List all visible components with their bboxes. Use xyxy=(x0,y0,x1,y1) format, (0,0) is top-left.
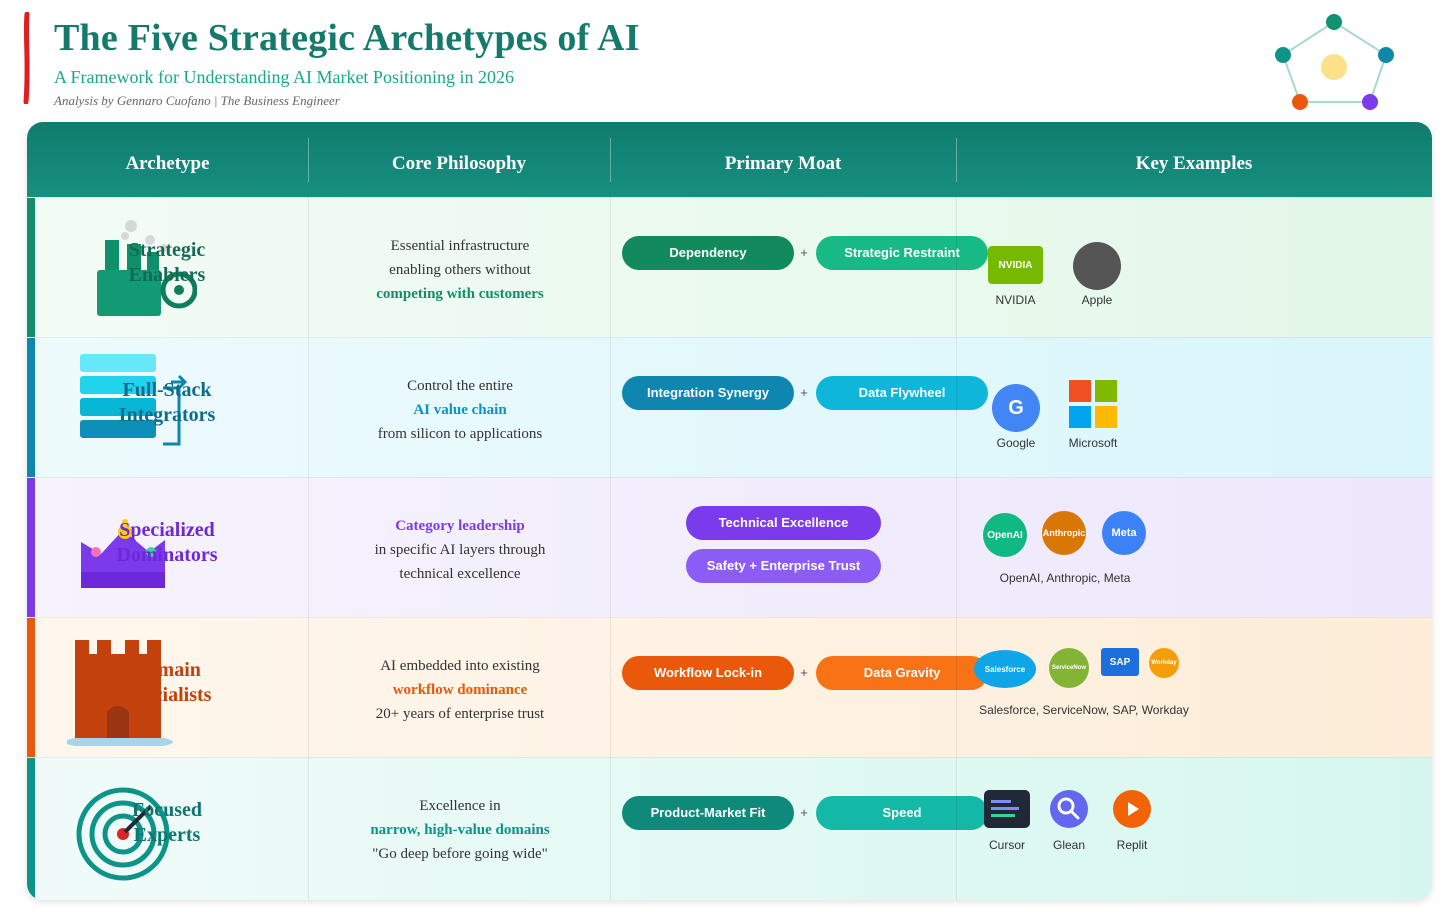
red-accent-mark xyxy=(23,12,30,104)
plus-sign: + xyxy=(800,665,808,680)
page-title: The Five Strategic Archetypes of AI xyxy=(54,17,640,59)
moat-badge: Data Flywheel xyxy=(816,376,988,410)
moat-badge: Technical Excellence xyxy=(686,506,881,540)
microsoft-logo-icon xyxy=(1069,380,1117,428)
stack-layers-icon xyxy=(80,354,188,446)
example-caption: Apple xyxy=(1081,293,1113,307)
moat-badge: Workflow Lock-in xyxy=(622,656,794,690)
replit-logo-icon xyxy=(1113,790,1151,828)
meta-logo-icon: Meta xyxy=(1102,511,1146,555)
header-primary-moat: Primary Moat xyxy=(724,153,842,174)
page-subtitle: A Framework for Understanding AI Market … xyxy=(54,67,514,87)
core-philosophy: Control the entire AI value chain from s… xyxy=(377,378,543,442)
target-icon xyxy=(76,787,170,881)
cursor-logo-icon xyxy=(984,790,1030,828)
example-caption: NVIDIA xyxy=(995,293,1036,307)
core-philosophy: Category leadership in specific AI layer… xyxy=(374,518,546,582)
plus-sign: + xyxy=(800,245,808,260)
header-archetype: Archetype xyxy=(125,153,210,174)
moat-badge: Strategic Restraint xyxy=(816,236,988,270)
pentagon-logo-icon xyxy=(1275,14,1394,110)
moat-badge: Product-Market Fit xyxy=(622,796,794,830)
table-header: Archetype Core Philosophy Primary Moat K… xyxy=(27,122,1432,197)
factory-icon xyxy=(97,220,197,316)
crown-icon xyxy=(81,519,165,588)
workday-logo-icon: Workday xyxy=(1149,648,1179,678)
moat-badge: Dependency xyxy=(622,236,794,270)
example-caption: Microsoft xyxy=(1068,436,1118,450)
core-philosophy: AI embedded into existing workflow domin… xyxy=(375,658,545,722)
example-caption: Cursor xyxy=(988,838,1025,852)
core-philosophy: Excellence in narrow, high-value domains… xyxy=(370,798,550,862)
anthropic-logo-icon: Anthropic xyxy=(1042,511,1086,555)
apple-logo-icon xyxy=(1073,242,1121,290)
examples-caption: OpenAI, Anthropic, Meta xyxy=(999,571,1131,585)
plus-sign: + xyxy=(800,805,808,820)
plus-sign: + xyxy=(800,385,808,400)
examples-caption: Salesforce, ServiceNow, SAP, Workday xyxy=(979,703,1189,717)
moat-badge: Safety + Enterprise Trust xyxy=(686,549,881,583)
archetypes-table: Archetype Core Philosophy Primary Moat K… xyxy=(27,122,1432,900)
castle-icon xyxy=(67,640,173,746)
core-philosophy: Essential infrastructure enabling others… xyxy=(376,238,544,302)
header-core-philosophy: Core Philosophy xyxy=(391,153,527,174)
example-caption: Google xyxy=(996,436,1036,450)
moat-badge: Data Gravity xyxy=(816,656,988,690)
glean-logo-icon xyxy=(1050,790,1088,828)
example-caption: Replit xyxy=(1116,838,1148,852)
header-key-examples: Key Examples xyxy=(1135,153,1253,174)
openai-logo-icon: OpenAI xyxy=(983,513,1027,557)
salesforce-logo-icon: Salesforce xyxy=(974,650,1036,688)
servicenow-logo-icon: ServiceNow xyxy=(1049,648,1089,688)
moat-badge: Speed xyxy=(816,796,988,830)
moat-badge: Integration Synergy xyxy=(622,376,794,410)
byline: Analysis by Gennaro Cuofano | The Busine… xyxy=(54,93,340,108)
sap-logo-icon: SAP xyxy=(1101,648,1139,676)
example-caption: Glean xyxy=(1052,838,1086,852)
nvidia-logo-icon: NVIDIA xyxy=(988,246,1043,284)
google-logo-icon: G xyxy=(992,384,1040,432)
